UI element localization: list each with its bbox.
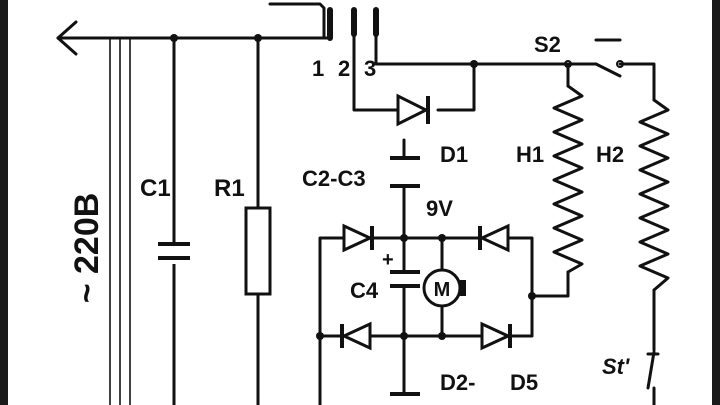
schematic-paper: ~ 220В C1 R1 1 2 3 S2 D1 H1 H2 C2-C3 9V …: [8, 0, 712, 405]
circuit-schematic: ~ 220В C1 R1 1 2 3 S2 D1 H1 H2 C2-C3 9V …: [56, 2, 670, 405]
c2c3-capacitor: [390, 156, 420, 188]
label-d2: D2-: [440, 370, 475, 395]
d1-diode: [396, 93, 430, 127]
bridge-diode-top-left: [342, 223, 374, 253]
h1-bottom-wire: [530, 270, 570, 298]
c1-capacitor: [158, 242, 192, 264]
label-pin3: 3: [364, 56, 376, 81]
label-motor: M: [434, 279, 451, 301]
label-c2c3: C2-C3: [302, 166, 366, 191]
h1-heater: [552, 84, 584, 274]
s2-pivot: [616, 60, 624, 68]
label-s2: S2: [534, 32, 561, 57]
st-contact: [646, 350, 656, 390]
label-r1: R1: [214, 175, 245, 202]
label-d1: D1: [440, 142, 468, 167]
bridge-diode-bottom-left: [340, 321, 372, 351]
label-c1: C1: [140, 175, 171, 202]
label-d5: D5: [510, 370, 538, 395]
bridge-diode-top-right: [478, 223, 510, 253]
motor: [422, 268, 466, 308]
label-c4: C4: [350, 278, 379, 303]
pin3-rail-wire: [374, 32, 598, 66]
label-plus: +: [382, 249, 394, 271]
pin2-wire: [352, 32, 400, 112]
d1-return-wire: [436, 62, 476, 112]
switch-1-contact: [268, 2, 326, 40]
label-mains: ~ 220В: [68, 193, 106, 304]
label-9v: 9V: [426, 196, 453, 221]
junction-dots: [170, 34, 536, 340]
c4-capacitor: [390, 270, 420, 396]
bridge-diode-bottom-right: [480, 321, 512, 351]
label-pin2: 2: [338, 56, 350, 81]
label-pin1: 1: [312, 56, 324, 81]
s2-blade: [594, 62, 622, 78]
h2-heater: [638, 98, 670, 292]
s2-node: [564, 60, 572, 68]
r1-resistor: [244, 206, 272, 296]
label-h2: H2: [596, 142, 624, 167]
label-st: St': [602, 354, 630, 379]
s2-right-wire: [618, 62, 656, 102]
label-h1: H1: [516, 142, 544, 167]
bridge-top-wire: [318, 236, 534, 338]
